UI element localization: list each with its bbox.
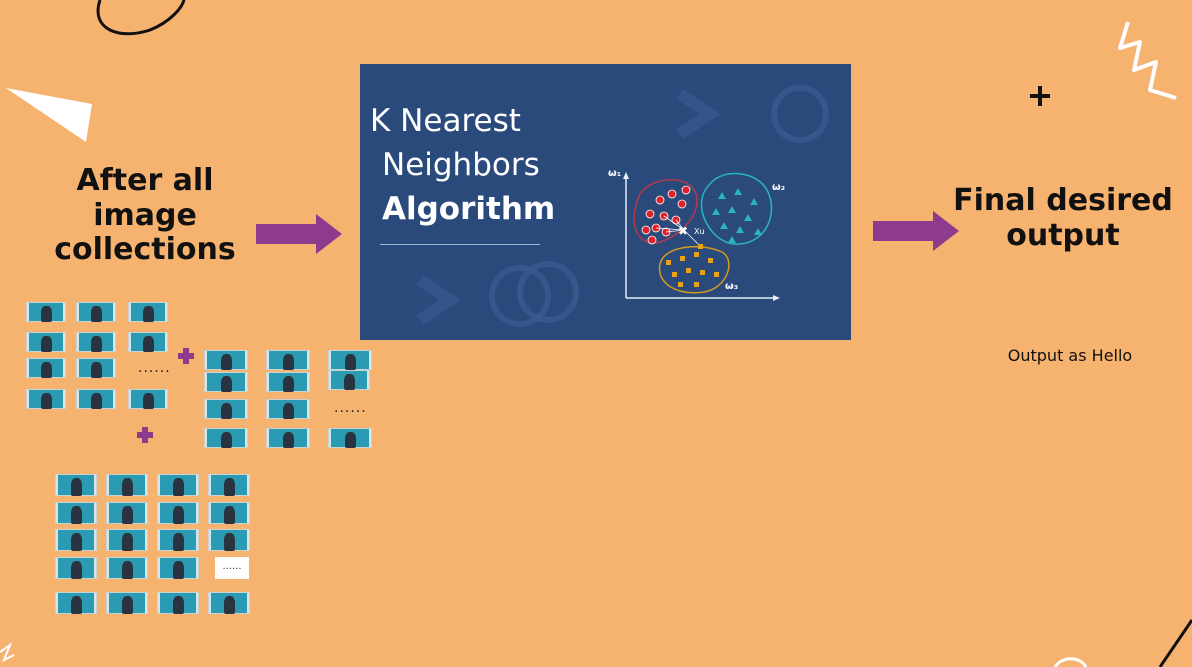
output-note: Output as Hello <box>1007 346 1133 365</box>
image-thumbnail-icon <box>106 557 148 579</box>
right-heading: Final desired output <box>953 183 1173 253</box>
image-thumbnail-icon <box>266 428 310 448</box>
image-thumbnail-icon <box>157 529 199 551</box>
image-thumbnail-icon <box>157 592 199 614</box>
image-thumbnail-icon <box>26 332 66 352</box>
arrow-right-icon <box>256 214 342 254</box>
image-thumbnail-icon <box>106 502 148 524</box>
knn-slide: K Nearest Neighbors Algorithm ω₁ ω₂ ω₃ ✖… <box>360 64 851 340</box>
decor-squiggle-bottom-left <box>0 642 15 663</box>
cluster-1-outline <box>633 179 698 244</box>
image-thumbnail-icon <box>55 502 97 524</box>
knn-title-line1: K Nearest <box>370 103 521 139</box>
image-thumbnail-icon <box>157 474 199 496</box>
decor-white-triangle <box>6 88 92 142</box>
knn-plot: ω₁ ω₂ ω₃ ✖ Xu <box>608 168 785 301</box>
ellipsis-text: ...... <box>334 400 367 416</box>
image-thumbnail-icon <box>266 350 310 370</box>
image-thumbnail-icon <box>208 502 250 524</box>
ellipsis-text: ...... <box>138 360 171 376</box>
plus-icon <box>137 427 153 443</box>
image-thumbnail-icon <box>106 474 148 496</box>
cluster-3-outline <box>658 245 730 294</box>
image-thumbnail-icon <box>128 389 168 409</box>
knn-title-divider <box>380 244 540 245</box>
image-thumbnail-icon <box>55 529 97 551</box>
query-marker: ✖ <box>678 224 688 238</box>
knn-title-line3: Algorithm <box>382 191 556 227</box>
image-thumbnail-icon <box>26 302 66 322</box>
image-thumbnail-icon <box>204 399 248 419</box>
decor-zigzag <box>1118 21 1177 100</box>
image-thumbnail-icon <box>106 529 148 551</box>
image-thumbnail-icon <box>128 332 168 352</box>
ellipsis-text: ...... <box>215 557 249 579</box>
label-xu: Xu <box>694 227 705 236</box>
image-thumbnail-icon <box>328 428 372 448</box>
image-thumbnail-icon <box>266 372 310 392</box>
image-thumbnail-icon <box>157 557 199 579</box>
image-thumbnail-icon <box>55 557 97 579</box>
decor-triangle-bottom-right <box>1158 619 1192 667</box>
image-thumbnail-icon <box>208 529 250 551</box>
image-thumbnail-icon <box>266 399 310 419</box>
image-thumbnail-icon <box>76 302 116 322</box>
image-thumbnail-icon <box>26 358 66 378</box>
image-thumbnail-icon <box>76 332 116 352</box>
cluster-2-outline <box>700 172 773 245</box>
image-thumbnail-icon <box>55 592 97 614</box>
image-thumbnail-icon <box>328 370 370 390</box>
class-2-points <box>712 188 762 243</box>
arrow-right-icon <box>873 211 959 251</box>
plus-icon <box>1030 86 1050 106</box>
label-w3: ω₃ <box>725 281 738 292</box>
image-thumbnail-icon <box>76 358 116 378</box>
plus-icon <box>178 348 194 364</box>
image-thumbnail-icon <box>204 372 248 392</box>
image-thumbnail-icon <box>157 502 199 524</box>
left-heading: After all image collections <box>54 163 236 267</box>
image-thumbnail-icon <box>204 428 248 448</box>
image-thumbnail-icon <box>208 474 250 496</box>
decor-circle-bottom-right <box>1053 657 1088 667</box>
label-w1: ω₁ <box>608 168 621 179</box>
image-thumbnail-icon <box>76 389 116 409</box>
knn-title-line2: Neighbors <box>382 147 540 183</box>
label-w2: ω₂ <box>772 182 785 193</box>
decor-circle-outline <box>96 0 186 36</box>
image-thumbnail-icon <box>204 350 248 370</box>
knn-background-shapes <box>416 85 829 327</box>
class-3-points <box>666 244 719 287</box>
image-thumbnail-icon <box>328 350 372 370</box>
query-point <box>655 215 701 247</box>
image-thumbnail-icon <box>106 592 148 614</box>
image-thumbnail-icon <box>128 302 168 322</box>
image-thumbnail-icon <box>26 389 66 409</box>
image-thumbnail-icon <box>208 592 250 614</box>
image-thumbnail-icon <box>55 474 97 496</box>
